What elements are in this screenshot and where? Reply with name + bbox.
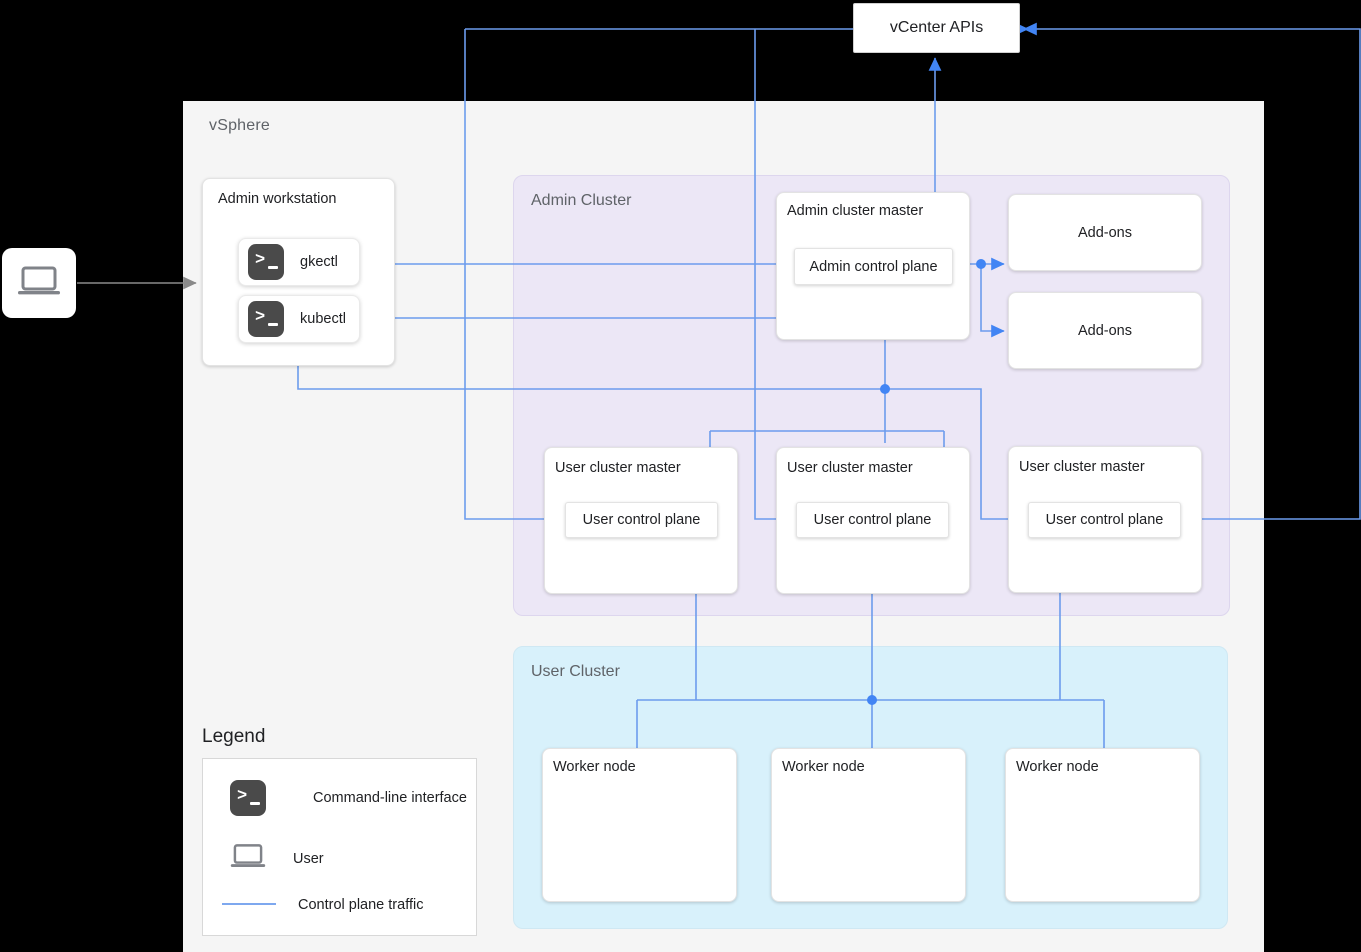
tool-gkectl[interactable]: gkectl xyxy=(238,238,360,286)
legend-item-traffic-label: Control plane traffic xyxy=(298,897,424,913)
tool-kubectl-label: kubectl xyxy=(300,311,346,327)
line-icon xyxy=(222,896,276,914)
user-control-plane-card-2: User control plane xyxy=(796,502,949,538)
legend-item-traffic: Control plane traffic xyxy=(222,896,423,914)
vcenter-apis-label: vCenter APIs xyxy=(889,19,984,36)
legend-item-cli-label: Command-line interface xyxy=(313,790,467,806)
laptop-icon xyxy=(230,842,266,875)
admin-workstation-title: Admin workstation xyxy=(218,191,337,207)
terminal-icon xyxy=(248,244,284,280)
worker-node-card-3 xyxy=(1005,748,1200,902)
vcenter-apis-box: vCenter APIs xyxy=(853,3,1020,53)
worker-node-title: Worker node xyxy=(782,759,865,775)
user-control-plane-card-3: User control plane xyxy=(1028,502,1181,538)
admin-control-plane-card: Admin control plane xyxy=(794,248,953,285)
admin-cluster-label: Admin Cluster xyxy=(531,192,632,209)
worker-node-card-1 xyxy=(542,748,737,902)
user-control-plane-card-1: User control plane xyxy=(565,502,718,538)
worker-node-title: Worker node xyxy=(553,759,636,775)
addons-card-1: Add-ons xyxy=(1008,194,1202,271)
legend-item-user-label: User xyxy=(293,850,324,867)
legend-item-cli: Command-line interface xyxy=(230,780,467,816)
addons-card-2: Add-ons xyxy=(1008,292,1202,369)
user-cluster-label: User Cluster xyxy=(531,663,620,680)
user-cluster-master-title: User cluster master xyxy=(787,460,913,476)
vsphere-label: vSphere xyxy=(209,117,270,134)
user-cluster-master-title: User cluster master xyxy=(1019,459,1145,475)
laptop-icon xyxy=(17,265,61,302)
user-cluster-master-title: User cluster master xyxy=(555,460,681,476)
legend-item-user: User xyxy=(230,842,324,875)
user-control-plane-label: User control plane xyxy=(1045,512,1164,528)
worker-node-card-2 xyxy=(771,748,966,902)
addons-label: Add-ons xyxy=(1077,224,1132,241)
user-laptop-box xyxy=(2,248,76,318)
admin-control-plane-label: Admin control plane xyxy=(809,258,938,275)
tool-gkectl-label: gkectl xyxy=(300,254,338,270)
terminal-icon xyxy=(248,301,284,337)
addons-label: Add-ons xyxy=(1077,322,1132,339)
legend-title: Legend xyxy=(202,726,266,747)
terminal-icon xyxy=(230,780,266,816)
admin-cluster-master-title: Admin cluster master xyxy=(787,203,924,219)
user-control-plane-label: User control plane xyxy=(582,512,701,528)
worker-node-title: Worker node xyxy=(1016,759,1099,775)
tool-kubectl[interactable]: kubectl xyxy=(238,295,360,343)
user-control-plane-label: User control plane xyxy=(813,512,932,528)
